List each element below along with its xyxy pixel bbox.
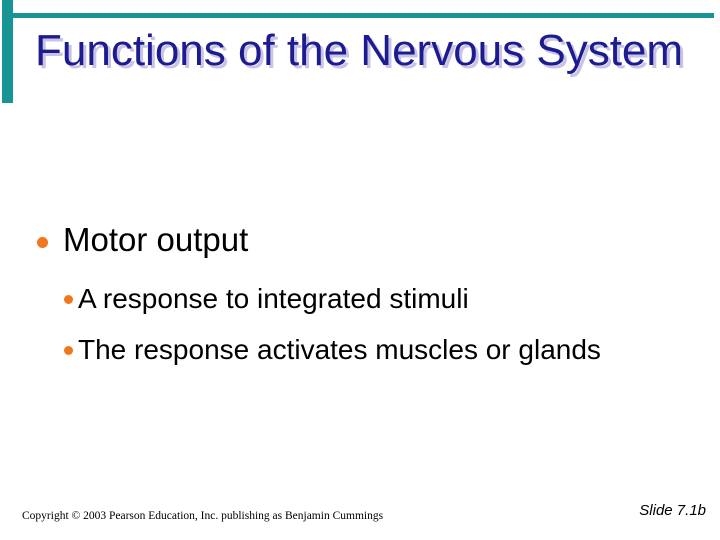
- copyright-text: Copyright © 2003 Pearson Education, Inc.…: [22, 510, 384, 522]
- bullet-level2-text: A response to integrated stimuli: [78, 283, 469, 314]
- bullet-level1-text: Motor output: [63, 221, 249, 258]
- slide-title: Functions of the Nervous System: [35, 26, 684, 75]
- accent-left-bar: [2, 0, 13, 103]
- bullet-icon: [64, 295, 73, 304]
- bullet-level2-text: The response activates muscles or glands: [78, 334, 601, 365]
- bullet-icon: [64, 346, 73, 355]
- accent-top-rule: [13, 13, 714, 18]
- slide-number-label: Slide 7.1b: [639, 502, 706, 519]
- bullet-icon: [37, 237, 48, 248]
